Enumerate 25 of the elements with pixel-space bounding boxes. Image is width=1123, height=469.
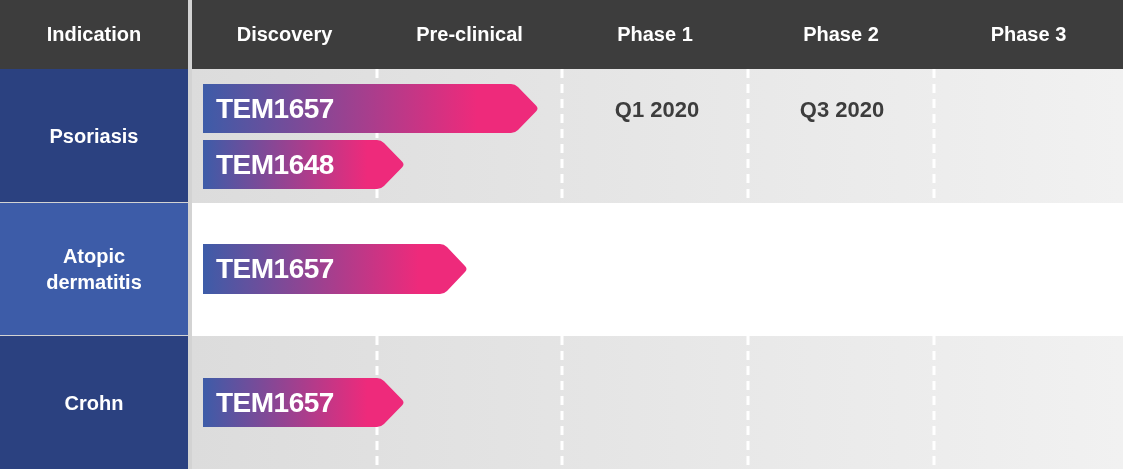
pipeline-bar <box>203 244 468 294</box>
column-title: Pre-clinical <box>416 23 523 46</box>
pipeline-bar <box>203 140 405 189</box>
column-title: Phase 1 <box>617 23 693 46</box>
column-header <box>192 0 377 69</box>
row-header <box>0 69 188 202</box>
column-title: Discovery <box>236 23 333 46</box>
column-header <box>934 0 1123 69</box>
column-title: Phase 3 <box>990 23 1067 46</box>
pipeline-bar <box>203 84 539 133</box>
drug-code: TEM1648 <box>216 148 334 181</box>
column-title: Phase 2 <box>803 23 879 46</box>
drug-code: TEM1657 <box>216 253 334 285</box>
drug-code: TEM1657 <box>216 92 334 125</box>
drug-code: TEM1657 <box>216 386 334 419</box>
indication-name: Atopic dermatitis <box>45 244 143 295</box>
indication-name: Psoriasis <box>49 123 139 149</box>
row-header <box>0 336 188 469</box>
milestone-date: Q3 2020 <box>799 97 885 123</box>
milestone-date: Q1 2020 <box>614 97 700 123</box>
column-header <box>0 0 188 69</box>
indication-name: Crohn <box>64 390 124 416</box>
pipeline-bar <box>203 378 405 427</box>
column-title: Indication <box>46 23 142 46</box>
row-header <box>0 203 188 335</box>
